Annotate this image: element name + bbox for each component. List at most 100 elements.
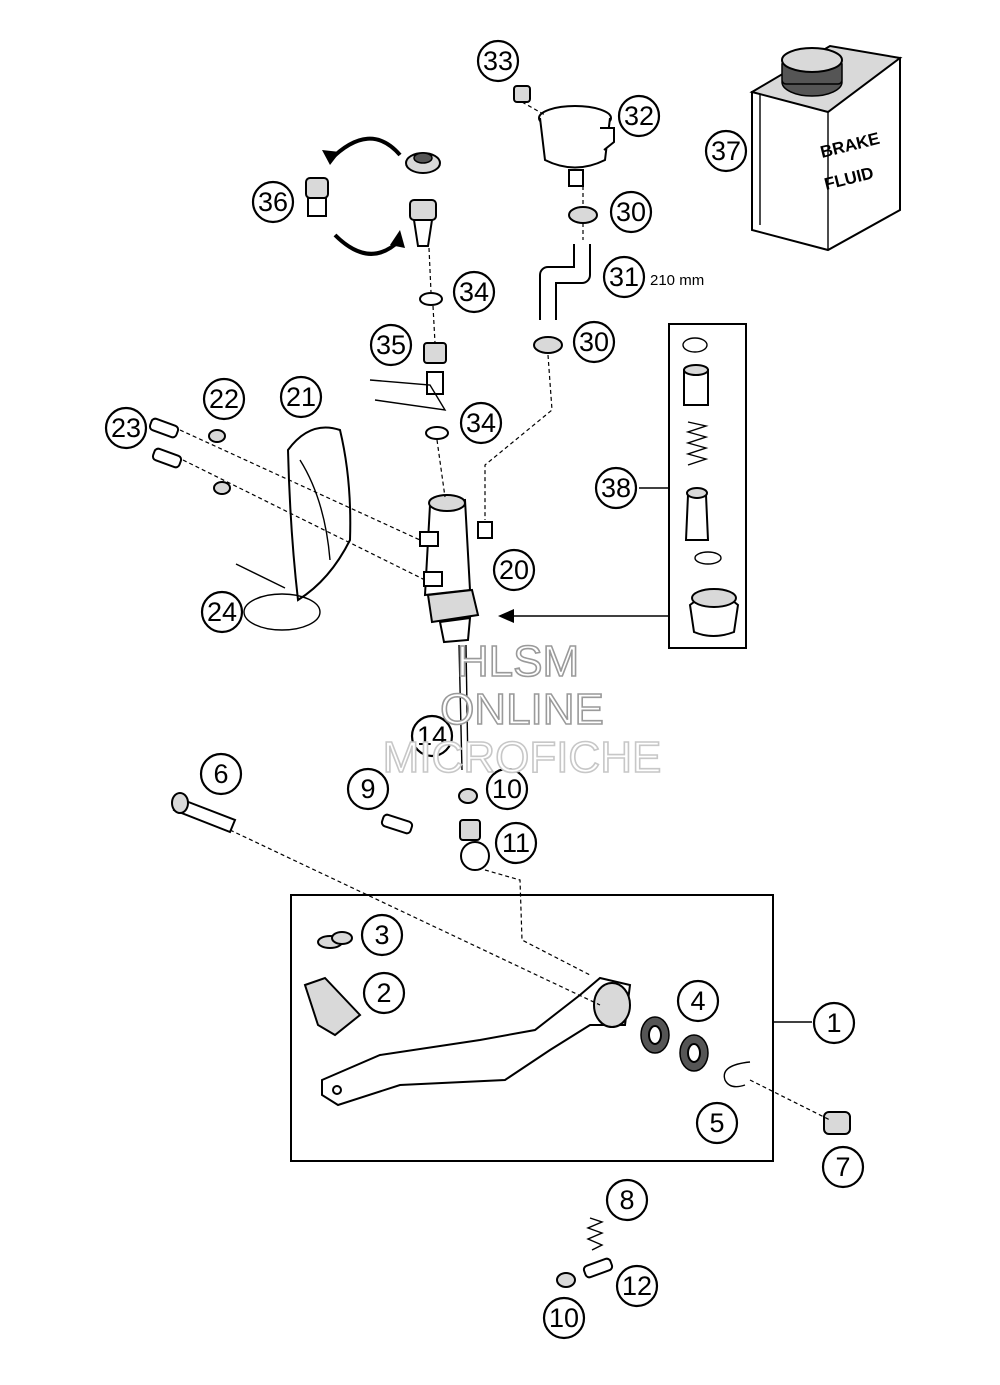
brake-fluid-bottle: BRAKE FLUID bbox=[749, 44, 903, 252]
mounting-screw-lower bbox=[151, 447, 183, 469]
callout-8: 8 bbox=[605, 1178, 649, 1222]
return-spring bbox=[586, 1217, 604, 1251]
watermark: HLSM ONLINE MICROFICHE bbox=[382, 636, 662, 783]
callout-22: 22 bbox=[202, 377, 246, 421]
svg-text:8: 8 bbox=[619, 1185, 634, 1215]
callout-21: 21 bbox=[279, 375, 323, 419]
lock-nut-upper bbox=[458, 788, 478, 804]
callout-11: 11 bbox=[494, 821, 538, 865]
svg-text:1: 1 bbox=[826, 1008, 841, 1038]
lock-nut-lower bbox=[556, 1272, 576, 1288]
callout-5: 5 bbox=[695, 1101, 739, 1145]
callout-30-upper: 30 bbox=[609, 190, 653, 234]
watermark-line2: ONLINE bbox=[440, 685, 604, 734]
svg-text:14: 14 bbox=[417, 721, 447, 751]
reservoir-cap-screw bbox=[513, 85, 531, 103]
svg-text:34: 34 bbox=[466, 408, 496, 438]
callout-10-upper: 10 bbox=[485, 767, 529, 811]
bleed-plug-top bbox=[405, 152, 441, 174]
fluid-reservoir bbox=[538, 105, 615, 187]
sealing-ring-lower bbox=[425, 426, 449, 440]
svg-text:32: 32 bbox=[624, 101, 654, 131]
svg-text:11: 11 bbox=[502, 828, 530, 858]
callout-12: 12 bbox=[615, 1264, 659, 1308]
hose-clamp-upper bbox=[568, 206, 598, 224]
svg-text:36: 36 bbox=[258, 187, 288, 217]
callout-24: 24 bbox=[200, 590, 244, 634]
plug-variant bbox=[305, 177, 329, 217]
brake-fluid-hose bbox=[539, 244, 591, 320]
mounting-screw-upper bbox=[148, 417, 180, 439]
step-plate-screw bbox=[317, 931, 353, 949]
hose-length-note: 210 mm bbox=[650, 272, 704, 289]
callout-31: 31 bbox=[602, 255, 646, 299]
svg-text:31: 31 bbox=[609, 262, 639, 292]
svg-text:33: 33 bbox=[483, 46, 513, 76]
svg-text:37: 37 bbox=[711, 136, 741, 166]
callout-3: 3 bbox=[360, 913, 404, 957]
brake-lever-assembly-box bbox=[290, 894, 774, 1162]
watermark-line1: HLSM bbox=[457, 637, 579, 686]
svg-text:34: 34 bbox=[459, 277, 489, 307]
foot-brake-lever bbox=[321, 976, 632, 1107]
svg-text:23: 23 bbox=[111, 413, 141, 443]
svg-text:12: 12 bbox=[622, 1271, 652, 1301]
bearing-inner bbox=[640, 1016, 670, 1054]
callout-36: 36 bbox=[251, 180, 295, 224]
bearing-outer bbox=[679, 1034, 709, 1072]
cable-tie bbox=[235, 563, 321, 631]
svg-text:6: 6 bbox=[213, 759, 228, 789]
fork-head bbox=[459, 819, 490, 871]
callout-23: 23 bbox=[104, 406, 148, 450]
svg-text:30: 30 bbox=[579, 327, 609, 357]
leader-lines bbox=[179, 101, 831, 1121]
callout-20: 20 bbox=[492, 548, 536, 592]
swap-arrows bbox=[322, 136, 405, 256]
pivot-pin bbox=[171, 792, 237, 834]
svg-text:2: 2 bbox=[376, 978, 391, 1008]
svg-text:9: 9 bbox=[360, 774, 375, 804]
callout-38: 38 bbox=[594, 466, 638, 510]
callout-4: 4 bbox=[676, 979, 720, 1023]
repair-kit-box bbox=[668, 323, 747, 649]
svg-text:21: 21 bbox=[286, 382, 316, 412]
callout-33: 33 bbox=[476, 39, 520, 83]
callout-7: 7 bbox=[821, 1145, 865, 1189]
callout-30-lower: 30 bbox=[572, 320, 616, 364]
step-plate bbox=[303, 976, 362, 1037]
heat-shield bbox=[286, 426, 352, 602]
svg-text:30: 30 bbox=[616, 197, 646, 227]
hose-clamp-lower bbox=[533, 336, 563, 354]
svg-text:38: 38 bbox=[601, 473, 631, 503]
svg-text:35: 35 bbox=[376, 330, 406, 360]
spring-bolt bbox=[582, 1257, 614, 1279]
svg-text:10: 10 bbox=[549, 1303, 579, 1333]
svg-text:4: 4 bbox=[690, 986, 705, 1016]
washer-upper bbox=[208, 429, 226, 443]
callout-32: 32 bbox=[617, 94, 661, 138]
washer-lower bbox=[213, 481, 231, 495]
callout-2: 2 bbox=[362, 971, 406, 1015]
callout-35: 35 bbox=[369, 323, 413, 367]
push-rod bbox=[458, 644, 469, 771]
callout-1: 1 bbox=[812, 1001, 856, 1045]
watermark-line3: MICROFICHE bbox=[383, 733, 662, 782]
banjo-bolt bbox=[369, 342, 447, 411]
bleed-screw-top bbox=[409, 199, 437, 247]
callout-6: 6 bbox=[199, 752, 243, 796]
sealing-ring-upper bbox=[419, 292, 443, 306]
circlip bbox=[723, 1061, 751, 1088]
svg-text:20: 20 bbox=[499, 555, 529, 585]
svg-text:22: 22 bbox=[209, 384, 239, 414]
callout-14: 14 bbox=[410, 714, 454, 758]
callout-10-lower: 10 bbox=[542, 1296, 586, 1340]
callout-34-upper: 34 bbox=[452, 270, 496, 314]
svg-text:10: 10 bbox=[492, 774, 522, 804]
pivot-nut bbox=[823, 1111, 851, 1135]
svg-text:7: 7 bbox=[835, 1152, 850, 1182]
fork-head-bolt bbox=[380, 813, 414, 835]
master-cylinder-body bbox=[419, 494, 493, 644]
svg-text:5: 5 bbox=[709, 1108, 724, 1138]
svg-text:3: 3 bbox=[374, 920, 389, 950]
